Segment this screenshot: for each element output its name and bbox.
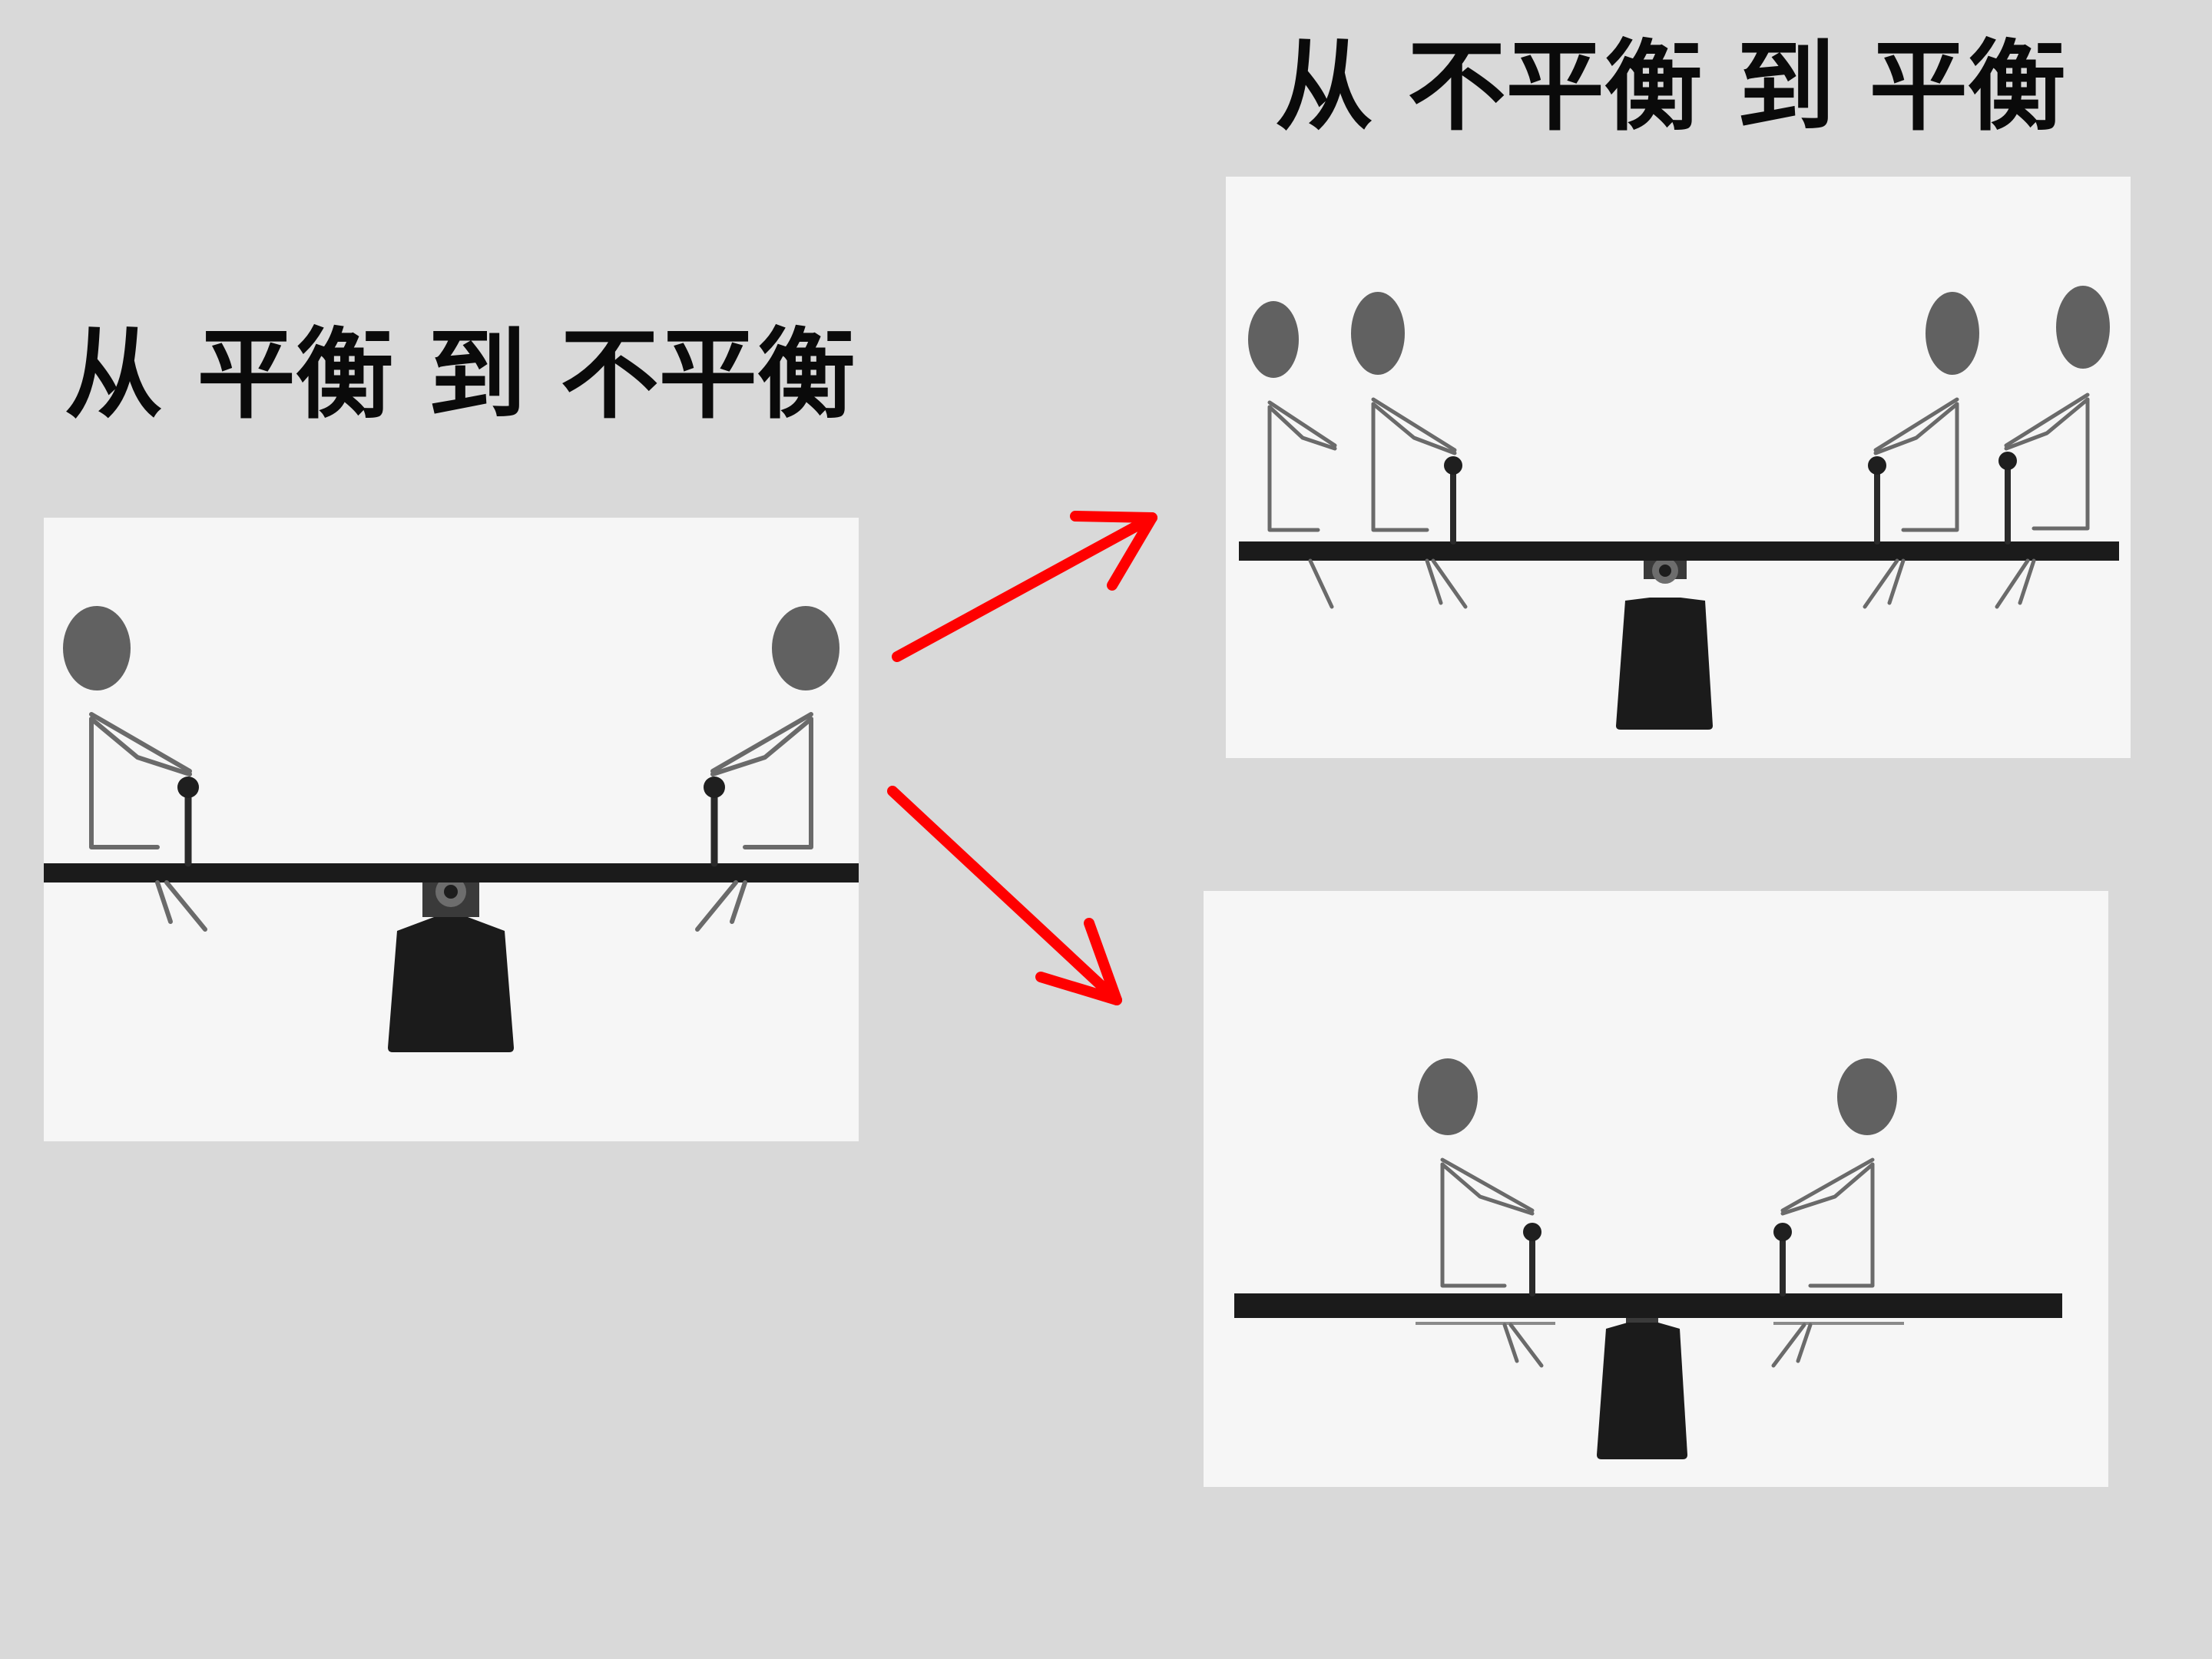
person-icon bbox=[63, 606, 207, 932]
shifted-seesaw-panel bbox=[1204, 891, 2108, 1487]
seesaw-icon bbox=[1239, 541, 2119, 730]
seesaw-icon bbox=[44, 863, 859, 1052]
arrow-icon bbox=[892, 511, 1157, 662]
person-icon bbox=[1351, 292, 1468, 609]
person-icon bbox=[1418, 1058, 1544, 1368]
person-icon bbox=[695, 606, 839, 932]
person-icon bbox=[1863, 292, 1979, 609]
balanced-seesaw-panel bbox=[44, 518, 859, 1141]
left-heading: 从 平衡 到 不平衡 bbox=[65, 318, 856, 432]
person-icon bbox=[1995, 286, 2110, 609]
right-heading: 从 不平衡 到 平衡 bbox=[1275, 30, 2066, 144]
arrow-icon bbox=[887, 786, 1122, 1005]
person-icon bbox=[1771, 1058, 1897, 1368]
seesaw-icon bbox=[1234, 1293, 2062, 1459]
rebalanced-seesaw-panel bbox=[1226, 177, 2131, 758]
person-icon bbox=[1248, 301, 1337, 609]
